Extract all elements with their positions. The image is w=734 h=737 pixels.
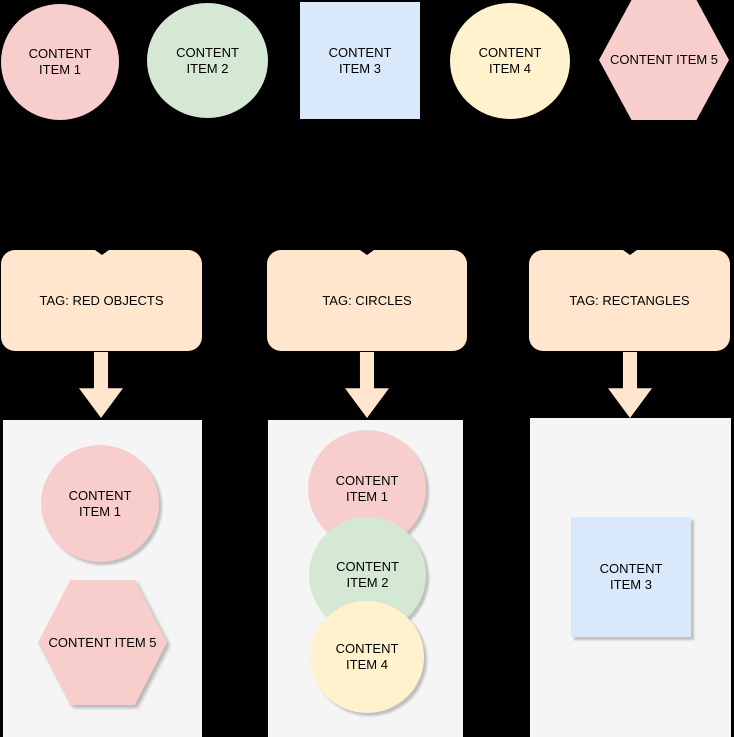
down-arrow-icon	[79, 352, 123, 418]
connector-arrowhead-icon	[94, 250, 109, 255]
grouped-item-1-circles: CONTENT ITEM 1	[308, 430, 426, 547]
grouped-item-5-red: CONTENT ITEM 5	[38, 580, 167, 705]
tag-red-objects: TAG: RED OBJECTS	[1, 250, 202, 351]
tag-circles: TAG: CIRCLES	[267, 250, 467, 351]
grouped-item-label: CONTENT ITEM 1	[68, 487, 132, 519]
grouped-item-4-circles: CONTENT ITEM 4	[310, 601, 424, 713]
grouped-item-2-circles: CONTENT ITEM 2	[309, 517, 426, 633]
tag-rectangles-label: TAG: RECTANGLES	[569, 293, 690, 308]
grouped-item-label: CONTENT ITEM 4	[335, 641, 399, 672]
content-item-4-node: CONTENT ITEM 4	[450, 3, 570, 119]
content-item-5-node: CONTENT ITEM 5	[599, 0, 729, 120]
tag-rectangles: TAG: RECTANGLES	[529, 250, 730, 351]
grouped-item-3-rectangles: CONTENT ITEM 3	[571, 517, 691, 637]
grouped-item-label: CONTENT ITEM 3	[599, 561, 663, 592]
grouped-item-label: CONTENT ITEM 5	[48, 634, 157, 650]
hexagon-shape: CONTENT ITEM 5	[599, 0, 729, 120]
tag-circles-label: TAG: CIRCLES	[322, 293, 412, 308]
content-item-2-node: CONTENT ITEM 2	[147, 3, 268, 118]
connector-arrowhead-icon	[622, 250, 637, 255]
grouped-item-1-red: CONTENT ITEM 1	[41, 445, 159, 562]
content-item-1-label: CONTENT ITEM 1	[28, 46, 92, 77]
tag-red-objects-label: TAG: RED OBJECTS	[39, 293, 164, 308]
down-arrow-icon	[608, 352, 652, 418]
grouped-item-label: CONTENT ITEM 1	[335, 472, 399, 504]
down-arrow-icon	[345, 352, 389, 418]
content-item-2-label: CONTENT ITEM 2	[176, 44, 239, 76]
content-item-3-label: CONTENT ITEM 3	[328, 44, 392, 76]
content-item-1-node: CONTENT ITEM 1	[1, 4, 119, 120]
grouped-item-label: CONTENT ITEM 2	[336, 559, 399, 590]
content-item-4-label: CONTENT ITEM 4	[478, 45, 542, 76]
hexagon-shape: CONTENT ITEM 5	[38, 580, 167, 705]
content-item-3-node: CONTENT ITEM 3	[300, 2, 420, 119]
content-item-5-label: CONTENT ITEM 5	[609, 52, 719, 67]
connector-arrowhead-icon	[360, 250, 374, 255]
